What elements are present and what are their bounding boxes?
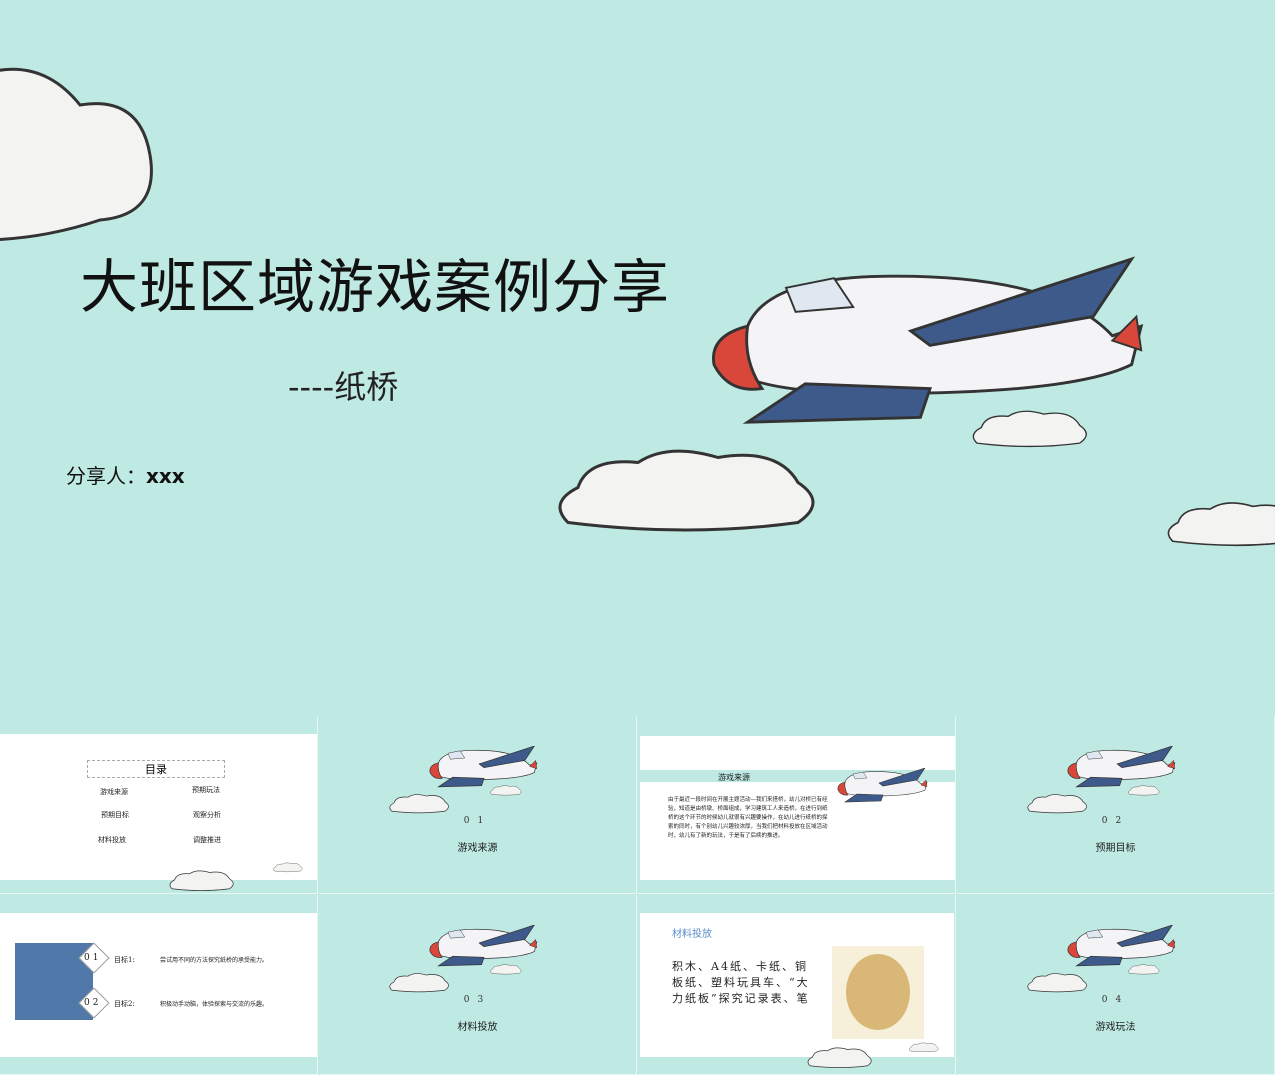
thumbnail-section-03[interactable]: 03 材料投放 bbox=[319, 895, 637, 1075]
thumbnail-game-source[interactable]: 游戏来源 由于最近一段时间在开展主题活动—我们来搭桥，幼儿对桥已有经验，知道是由… bbox=[638, 716, 956, 894]
sharer: 分享人：xxx bbox=[66, 460, 185, 489]
section-number: 01 bbox=[463, 816, 492, 826]
materials-body: 积木、A4纸、卡纸、铜板纸、塑料玩具车、“大力纸板”探究记录表、笔 bbox=[672, 960, 810, 1005]
section-label: 材料投放 bbox=[457, 1022, 498, 1033]
thumbnail-section-04[interactable]: 04 游戏玩法 bbox=[957, 895, 1275, 1075]
airplane-illustration bbox=[690, 255, 1170, 455]
goal-text: 积极动手动脑，体验探索与交流的乐趣。 bbox=[160, 1001, 269, 1008]
goal-label: 目标1: bbox=[114, 956, 135, 964]
cloud-illustration bbox=[908, 1038, 940, 1056]
thumbnail-section-01[interactable]: 01 游戏来源 bbox=[319, 716, 637, 894]
goal-text: 尝试用不同的方法探究纸桥的承受能力。 bbox=[160, 957, 269, 964]
airplane-illustration bbox=[1062, 746, 1182, 794]
cloud-illustration bbox=[548, 440, 828, 535]
cloud-illustration bbox=[805, 1045, 875, 1069]
slide-subtitle: ----纸桥 bbox=[288, 368, 399, 406]
section-label: 预期目标 bbox=[1095, 843, 1136, 854]
cloud-illustration bbox=[0, 67, 153, 241]
section-label: 游戏玩法 bbox=[1095, 1022, 1136, 1033]
slide-thumbnail-grid: 目录 游戏来源 预期玩法 预期目标 观察分析 材料投放 调整推进 01 游戏来源… bbox=[0, 716, 1275, 1075]
section-number: 04 bbox=[1101, 995, 1130, 1005]
slide-title: 大班区域游戏案例分享 bbox=[80, 253, 671, 321]
cloud-illustration bbox=[1127, 782, 1161, 798]
cloud-illustration bbox=[968, 395, 1093, 460]
toc-item: 预期玩法 bbox=[192, 786, 220, 794]
illustration-image bbox=[832, 946, 924, 1039]
toc-item: 预期目标 bbox=[101, 811, 129, 819]
goal-number: 01 bbox=[84, 953, 102, 963]
section-number: 03 bbox=[463, 995, 492, 1005]
airplane-illustration bbox=[424, 746, 544, 794]
toc-item: 材料投放 bbox=[98, 836, 126, 844]
toc-heading: 目录 bbox=[87, 760, 225, 778]
cloud-illustration bbox=[272, 858, 304, 876]
toc-item: 游戏来源 bbox=[100, 788, 128, 796]
cloud-illustration bbox=[167, 868, 237, 892]
materials-heading: 材料投放 bbox=[672, 929, 712, 940]
cloud-illustration bbox=[489, 961, 523, 977]
thumbnail-section-02[interactable]: 02 预期目标 bbox=[957, 716, 1275, 894]
cloud-illustration bbox=[1025, 792, 1090, 814]
cloud-illustration bbox=[1162, 475, 1275, 570]
thumbnail-goals[interactable]: 01 02 目标1: 目标2: 尝试用不同的方法探究纸桥的承受能力。 积极动手动… bbox=[0, 895, 318, 1075]
text-heading: 游戏来源 bbox=[718, 773, 750, 782]
airplane-illustration bbox=[1062, 925, 1182, 973]
thumbnail-toc[interactable]: 目录 游戏来源 预期玩法 预期目标 观察分析 材料投放 调整推进 bbox=[0, 716, 318, 894]
cloud-illustration bbox=[387, 792, 452, 814]
airplane-illustration bbox=[833, 768, 933, 808]
section-label: 游戏来源 bbox=[457, 843, 498, 854]
goal-label: 目标2: bbox=[114, 1000, 135, 1008]
toc-item: 调整推进 bbox=[193, 836, 221, 844]
sharer-name: xxx bbox=[146, 464, 185, 488]
cloud-illustration bbox=[1127, 961, 1161, 977]
text-body: 由于最近一段时间在开展主题活动—我们来搭桥，幼儿对桥已有经验，知道是由桥墩、桥面… bbox=[668, 797, 828, 839]
section-number: 02 bbox=[1101, 816, 1130, 826]
main-slide: 大班区域游戏案例分享 ----纸桥 分享人：xxx bbox=[0, 67, 1275, 570]
thumbnail-materials[interactable]: 材料投放 积木、A4纸、卡纸、铜板纸、塑料玩具车、“大力纸板”探究记录表、笔 bbox=[638, 895, 956, 1075]
goal-number: 02 bbox=[84, 998, 102, 1008]
cloud-illustration bbox=[1025, 971, 1090, 993]
sharer-label: 分享人： bbox=[66, 464, 146, 488]
airplane-illustration bbox=[424, 925, 544, 973]
cloud-illustration bbox=[489, 782, 523, 798]
cloud-illustration bbox=[387, 971, 452, 993]
toc-item: 观察分析 bbox=[193, 811, 221, 819]
